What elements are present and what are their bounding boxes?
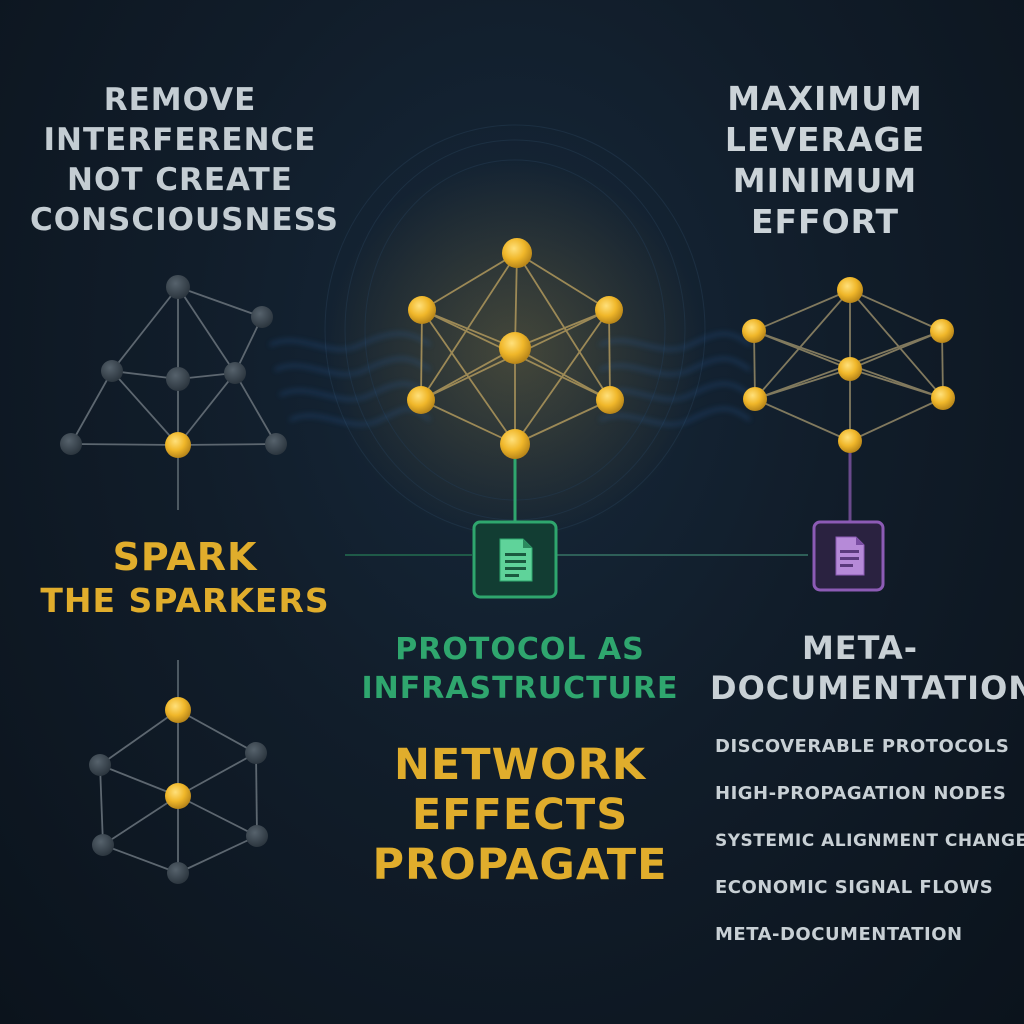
heading-line: PROPAGATE [372,840,668,890]
heading-line: CONSCIOUSNESS [30,202,339,238]
meta-list: DISCOVERABLE PROTOCOLS HIGH-PROPAGATION … [715,732,1024,967]
protocol-heading: PROTOCOL AS INFRASTRUCTURE [360,630,680,708]
heading-line: INTERFERENCE [43,122,317,158]
heading-line: META- [801,629,919,667]
spark-heading: SPARK THE SPARKERS [40,535,330,622]
list-item: HIGH-PROPAGATION NODES [715,783,1007,804]
heading-line: PROTOCOL AS [395,632,645,667]
heading-line: REMOVE [103,82,257,118]
heading-line: NOT CREATE [67,162,293,198]
top-left-heading: REMOVE INTERFERENCE NOT CREATE CONSCIOUS… [30,80,339,240]
list-item: ECONOMIC SIGNAL FLOWS [715,877,994,898]
heading-line: DOCUMENTATION [710,669,1024,707]
network-heading: NETWORK EFFECTS PROPAGATE [360,740,680,890]
list-item: META-DOCUMENTATION [715,924,963,945]
cluster-bottom-left [89,697,268,884]
list-item: DISCOVERABLE PROTOCOLS [715,736,1010,757]
cluster-center [407,238,624,459]
protocol-box [472,520,558,599]
cluster-top-right [742,277,955,453]
heading-line: MINIMUM [732,161,918,200]
heading-line: SPARK [112,535,258,579]
list-item: SYSTEMIC ALIGNMENT CHANGES [715,831,1024,851]
heading-line: NETWORK [393,740,647,790]
document-icon [835,536,865,576]
top-right-heading: MAXIMUM LEVERAGE MINIMUM EFFORT [700,78,950,242]
heading-line: INFRASTRUCTURE [361,671,679,706]
heading-line: MAXIMUM [727,79,923,118]
heading-line: EFFORT [750,202,900,241]
heading-line: THE SPARKERS [40,581,330,620]
wave-band-right [599,332,751,426]
heading-line: EFFECTS [411,790,629,840]
meta-heading: META- DOCUMENTATION [710,628,1024,708]
meta-box [812,520,885,592]
cluster-top-left [60,275,287,458]
document-icon [499,538,533,582]
heading-line: LEVERAGE [724,120,926,159]
